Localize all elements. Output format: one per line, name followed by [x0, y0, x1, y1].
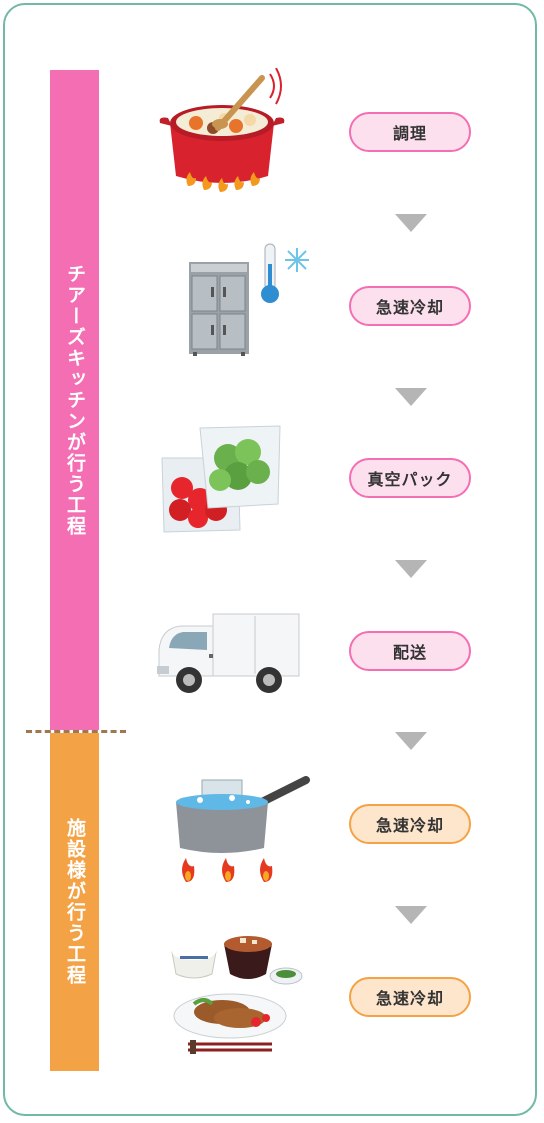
facility-process-label: 施設様が行う工程: [64, 818, 86, 986]
meal-set-icon: [171, 936, 303, 1054]
step-arrow: [395, 906, 427, 924]
step-label-rapid-cooling: 急速冷却: [349, 286, 471, 326]
facility-process-bar: 施設様が行う工程: [50, 733, 99, 1071]
delivery-truck-icon: [157, 613, 300, 693]
step-arrow: [395, 560, 427, 578]
kitchen-process-label: チアーズキッチンが行う工程: [64, 263, 86, 537]
section-divider: [26, 730, 126, 733]
step-label-delivery: 配送: [349, 631, 471, 671]
step-arrow: [395, 388, 427, 406]
step-label-reheat: 急速冷却: [349, 804, 471, 844]
vacuum-pack-icon: [161, 425, 281, 533]
step-label-cooking: 調理: [349, 112, 471, 152]
kitchen-process-bar: チアーズキッチンが行う工程: [50, 70, 99, 730]
step-arrow: [395, 732, 427, 750]
step-label-vacuum-pack: 真空パック: [349, 458, 471, 498]
refrigerator-icon: [189, 243, 309, 356]
cooking-pot-icon: [159, 68, 285, 192]
step-label-serve: 急速冷却: [349, 977, 471, 1017]
step-arrow: [395, 214, 427, 232]
boiling-pan-icon: [176, 776, 310, 882]
